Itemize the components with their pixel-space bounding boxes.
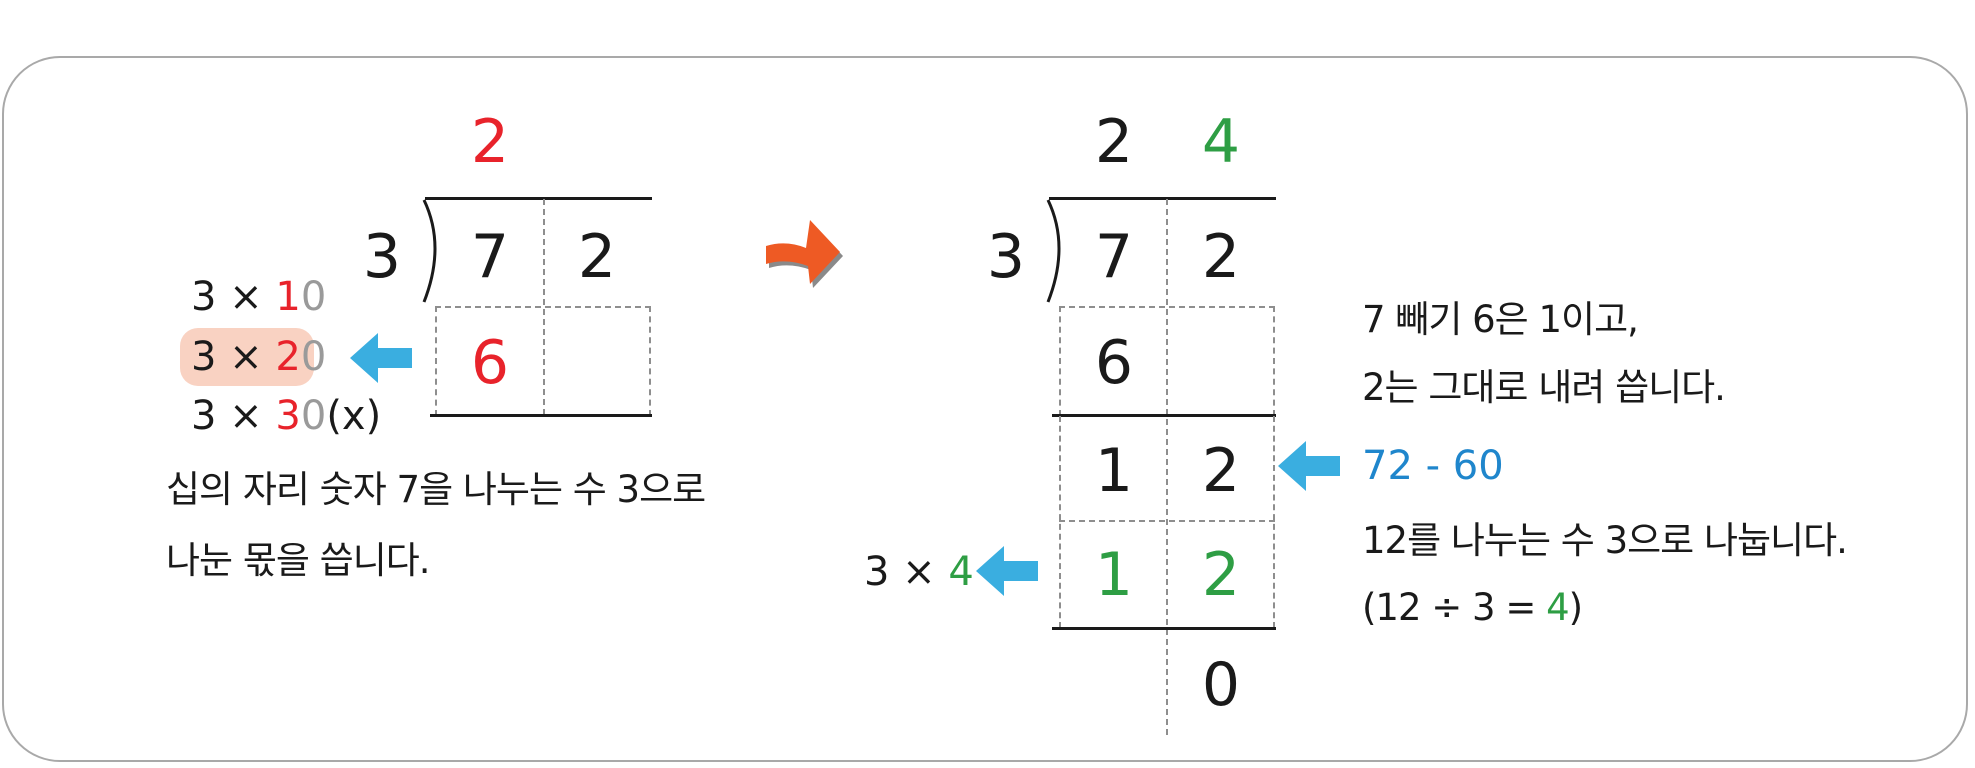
left-description-line-1: 십의 자리 숫자 7을 나누는 수 3으로 bbox=[166, 468, 706, 511]
arrow-right-icon bbox=[766, 220, 843, 288]
right-remainder-tens: 1 bbox=[1094, 436, 1134, 506]
right-subtraction-expression: 72 - 60 bbox=[1362, 443, 1504, 489]
right-second-product-ones: 2 bbox=[1201, 540, 1241, 610]
selected-trial-highlight bbox=[180, 328, 314, 386]
left-quotient-tens: 2 bbox=[470, 107, 510, 177]
right-final-remainder: 0 bbox=[1201, 650, 1241, 720]
left-dividend-ones: 2 bbox=[577, 222, 617, 292]
trial-row-3: 3 × 30(x) bbox=[191, 393, 382, 439]
arrow-left-icon bbox=[976, 546, 1038, 596]
left-subtraction-bar bbox=[430, 414, 652, 417]
left-product: 6 bbox=[470, 328, 510, 398]
right-first-product: 6 bbox=[1094, 328, 1134, 398]
left-dividend-tens: 7 bbox=[470, 222, 510, 292]
trial-row-1: 3 × 10 bbox=[191, 274, 327, 320]
right-division-bar bbox=[1049, 197, 1276, 200]
right-note-1-line-2: 2는 그대로 내려 씁니다. bbox=[1362, 366, 1726, 409]
arrow-left-icon bbox=[1278, 441, 1340, 491]
right-division-bracket bbox=[1046, 199, 1061, 303]
right-note-3-line-1: 12를 나누는 수 3으로 나눕니다. bbox=[1362, 519, 1848, 562]
left-division-bar bbox=[425, 197, 652, 200]
right-first-subtraction-bar bbox=[1052, 414, 1276, 417]
right-dividend-tens: 7 bbox=[1094, 222, 1134, 292]
right-multiplication-label: 3 × 4 bbox=[864, 549, 974, 595]
right-remainder-ones: 2 bbox=[1201, 436, 1241, 506]
right-second-product-tens: 1 bbox=[1094, 540, 1134, 610]
trial-row-2: 3 × 20 bbox=[191, 334, 327, 380]
right-divisor: 3 bbox=[986, 222, 1026, 292]
right-quotient-ones: 4 bbox=[1201, 107, 1241, 177]
right-left-border bbox=[1059, 416, 1061, 628]
right-note-1-line-1: 7 빼기 6은 1이고, bbox=[1362, 298, 1639, 341]
left-divisor: 3 bbox=[362, 222, 402, 292]
diagram-frame bbox=[2, 56, 1968, 762]
left-description-line-2: 나눈 몫을 씁니다. bbox=[166, 539, 431, 582]
right-column-divider bbox=[1166, 199, 1168, 735]
right-quotient-tens: 2 bbox=[1094, 107, 1134, 177]
right-row-divider bbox=[1059, 520, 1275, 522]
left-division-bracket bbox=[422, 199, 437, 303]
right-second-subtraction-bar bbox=[1052, 627, 1276, 630]
right-dividend-ones: 2 bbox=[1201, 222, 1241, 292]
arrow-left-icon bbox=[350, 333, 412, 383]
right-right-border bbox=[1273, 416, 1275, 628]
right-note-3-line-2: (12 ÷ 3 = 4) bbox=[1362, 586, 1583, 629]
